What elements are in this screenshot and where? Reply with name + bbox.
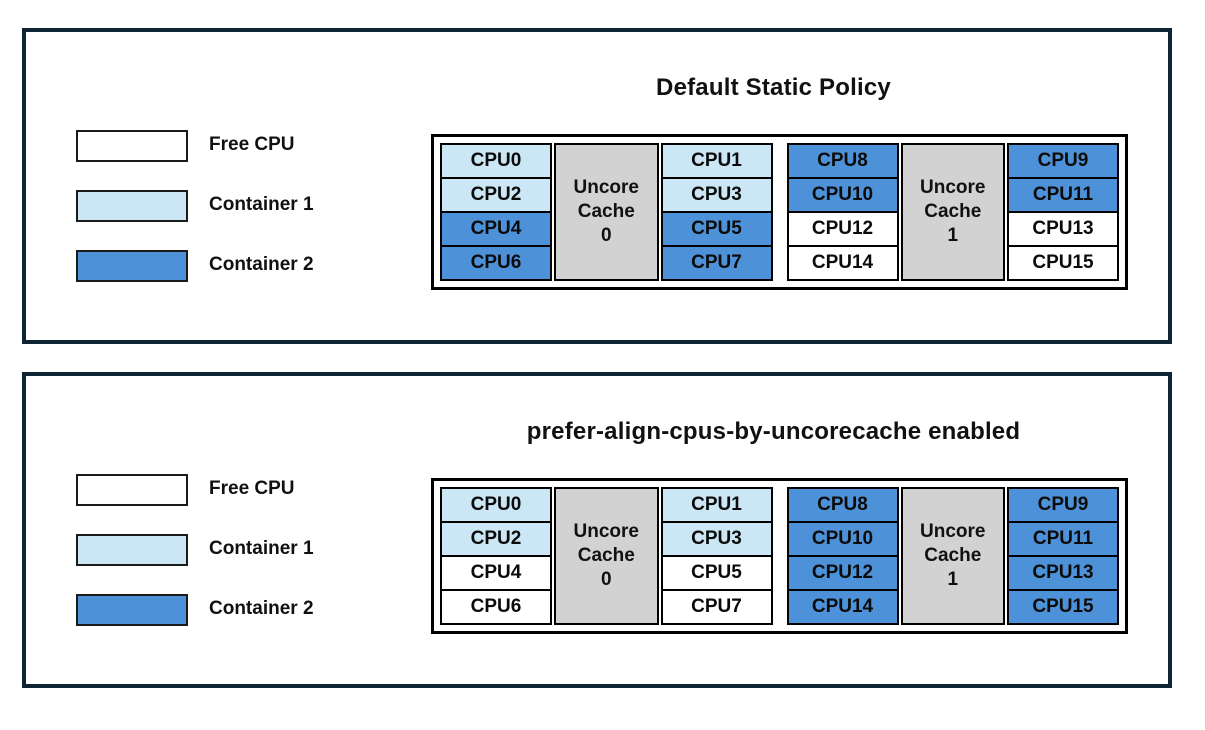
cpu-cell: CPU4 xyxy=(440,211,552,247)
cpu-cell: CPU10 xyxy=(786,177,899,213)
cpu-cell: CPU13 xyxy=(1007,211,1119,247)
cpu-cell: CPU1 xyxy=(660,487,773,523)
cpu-cell: CPU4 xyxy=(440,555,552,591)
legend-label: Container 1 xyxy=(209,194,314,215)
cpu-cell: CPU14 xyxy=(786,589,899,625)
cpu-topology-diagram: CPU0 CPU2 CPU4 CPU6 Uncore Cache 0 CPU1 … xyxy=(431,478,1128,634)
cpu-column-right: CPU1 CPU3 CPU5 CPU7 xyxy=(660,487,773,625)
cpu-cell: CPU11 xyxy=(1007,177,1119,213)
uncore-cache-id: 0 xyxy=(600,224,612,246)
panel-default-static-policy: Default Static Policy Free CPU Container… xyxy=(22,28,1172,344)
cpu-cell: CPU8 xyxy=(786,487,899,523)
cpu-cell: CPU5 xyxy=(660,211,773,247)
cpu-column-left: CPU8 CPU10 CPU12 CPU14 xyxy=(786,143,899,281)
legend-item-container-2: Container 2 xyxy=(76,250,406,282)
cpu-cell: CPU1 xyxy=(660,143,773,179)
cpu-cell: CPU3 xyxy=(660,177,773,213)
cpu-cell: CPU12 xyxy=(786,555,899,591)
cpu-cell: CPU15 xyxy=(1007,245,1119,281)
uncore-cache-box: Uncore Cache 0 xyxy=(554,487,659,625)
cpu-cell: CPU0 xyxy=(440,143,552,179)
legend-item-free-cpu: Free CPU xyxy=(76,130,406,162)
cpu-cell: CPU10 xyxy=(786,521,899,557)
cpu-cell: CPU14 xyxy=(786,245,899,281)
uncore-cache-id: 0 xyxy=(600,568,612,590)
cpu-column-left: CPU8 CPU10 CPU12 CPU14 xyxy=(786,487,899,625)
uncore-cache-label: Uncore Cache xyxy=(573,521,639,567)
cpu-cell: CPU11 xyxy=(1007,521,1119,557)
cpu-column-right: CPU9 CPU11 CPU13 CPU15 xyxy=(1007,487,1119,625)
legend-swatch-free-cpu xyxy=(76,474,188,506)
uncore-cache-box: Uncore Cache 1 xyxy=(900,487,1005,625)
cpu-cell: CPU6 xyxy=(440,589,552,625)
uncore-cache-box: Uncore Cache 0 xyxy=(554,143,659,281)
cpu-cell: CPU13 xyxy=(1007,555,1119,591)
legend-swatch-container-2 xyxy=(76,250,188,282)
cpu-cell: CPU6 xyxy=(440,245,552,281)
cpu-cell: CPU15 xyxy=(1007,589,1119,625)
uncore-group-1: CPU8 CPU10 CPU12 CPU14 Uncore Cache 1 CP… xyxy=(786,143,1119,281)
uncore-cache-label: Uncore Cache xyxy=(573,177,639,223)
uncore-cache-label: Uncore Cache xyxy=(920,521,986,567)
uncore-cache-label: Uncore Cache xyxy=(920,177,986,223)
uncore-cache-id: 1 xyxy=(947,224,959,246)
legend-swatch-container-1 xyxy=(76,190,188,222)
cpu-cell: CPU2 xyxy=(440,177,552,213)
cpu-cell: CPU5 xyxy=(660,555,773,591)
cpu-cell: CPU7 xyxy=(660,589,773,625)
cpu-cell: CPU2 xyxy=(440,521,552,557)
cpu-topology-diagram: CPU0 CPU2 CPU4 CPU6 Uncore Cache 0 CPU1 … xyxy=(431,134,1128,290)
cpu-cell: CPU3 xyxy=(660,521,773,557)
legend-swatch-container-2 xyxy=(76,594,188,626)
uncore-cache-id: 1 xyxy=(947,568,959,590)
legend-swatch-free-cpu xyxy=(76,130,188,162)
cpu-column-left: CPU0 CPU2 CPU4 CPU6 xyxy=(440,143,552,281)
panel-title: Default Static Policy xyxy=(656,74,891,101)
legend-swatch-container-1 xyxy=(76,534,188,566)
legend-item-free-cpu: Free CPU xyxy=(76,474,406,506)
legend-label: Container 2 xyxy=(209,598,314,619)
cpu-cell: CPU7 xyxy=(660,245,773,281)
uncore-group-0: CPU0 CPU2 CPU4 CPU6 Uncore Cache 0 CPU1 … xyxy=(440,143,773,281)
legend-label: Container 2 xyxy=(209,254,314,275)
cpu-column-left: CPU0 CPU2 CPU4 CPU6 xyxy=(440,487,552,625)
panel-prefer-align-uncorecache: prefer-align-cpus-by-uncorecache enabled… xyxy=(22,372,1172,688)
legend-label: Free CPU xyxy=(209,478,295,499)
uncore-group-1: CPU8 CPU10 CPU12 CPU14 Uncore Cache 1 CP… xyxy=(786,487,1119,625)
panel-title: prefer-align-cpus-by-uncorecache enabled xyxy=(526,418,1021,445)
cpu-column-right: CPU1 CPU3 CPU5 CPU7 xyxy=(660,143,773,281)
cpu-cell: CPU12 xyxy=(786,211,899,247)
uncore-cache-box: Uncore Cache 1 xyxy=(900,143,1005,281)
cpu-cell: CPU0 xyxy=(440,487,552,523)
legend-item-container-1: Container 1 xyxy=(76,534,406,566)
cpu-cell: CPU9 xyxy=(1007,487,1119,523)
cpu-column-right: CPU9 CPU11 CPU13 CPU15 xyxy=(1007,143,1119,281)
legend-item-container-1: Container 1 xyxy=(76,190,406,222)
legend-label: Free CPU xyxy=(209,134,295,155)
legend-item-container-2: Container 2 xyxy=(76,594,406,626)
uncore-group-0: CPU0 CPU2 CPU4 CPU6 Uncore Cache 0 CPU1 … xyxy=(440,487,773,625)
cpu-cell: CPU9 xyxy=(1007,143,1119,179)
cpu-cell: CPU8 xyxy=(786,143,899,179)
legend-label: Container 1 xyxy=(209,538,314,559)
